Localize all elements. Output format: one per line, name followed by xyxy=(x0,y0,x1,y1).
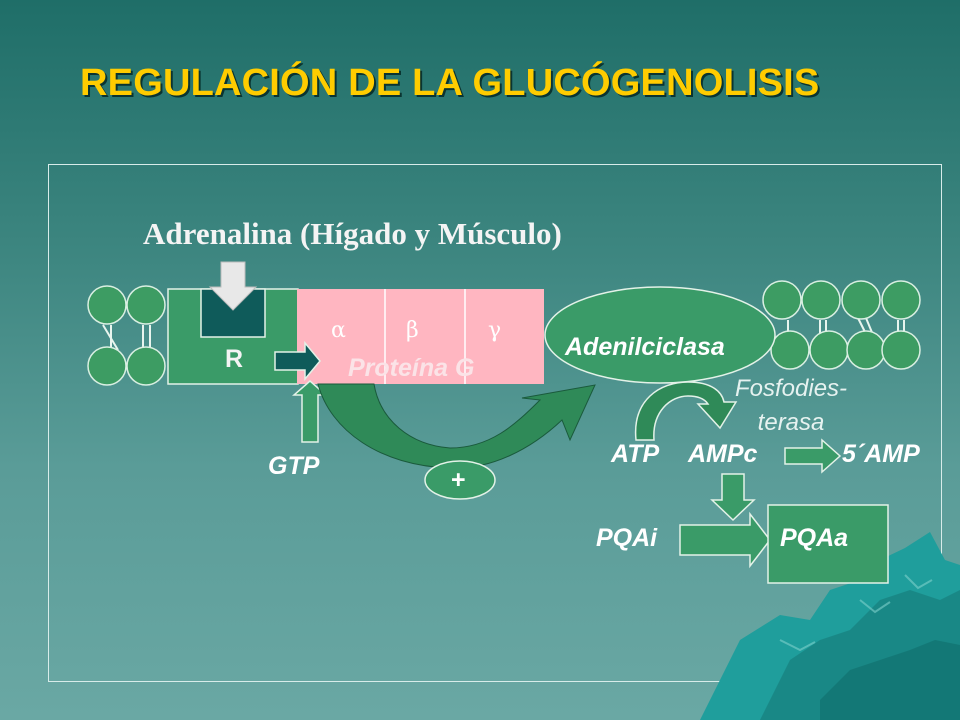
plus-ellipse xyxy=(424,460,496,500)
gtp-arrow xyxy=(292,380,328,443)
pqai-to-pqaa-arrow xyxy=(679,511,771,569)
plus-label: + xyxy=(451,466,466,494)
membrane-lipids-right xyxy=(762,280,921,370)
pqai-label: PQAi xyxy=(596,524,658,552)
adenylate-cyclase-ellipse xyxy=(544,286,776,384)
alpha-subunit: α xyxy=(331,318,346,343)
ampc-to-5amp-arrow xyxy=(784,438,842,474)
gamma-subunit: γ xyxy=(488,318,502,343)
adenylate-cyclase-label: Adenilciclasa xyxy=(565,333,725,361)
gtp-label: GTP xyxy=(268,452,320,480)
receptor-to-proteing-arrow xyxy=(274,340,321,382)
phosphodiesterase-label: Fosfodies- terasa xyxy=(735,375,848,436)
atp-label: ATP xyxy=(611,440,660,468)
5amp-label: 5´AMP xyxy=(842,440,920,468)
receptor-label: R xyxy=(225,345,244,373)
hormone-label: Adrenalina (Hígado y Músculo) xyxy=(143,216,562,251)
pqaa-box xyxy=(767,504,889,584)
ampc-label: AMPc xyxy=(688,440,758,468)
slide-title: REGULACIÓN DE LA GLUCÓGENOLISIS xyxy=(80,62,820,104)
membrane-lipids-left xyxy=(87,285,166,386)
pqaa-label: PQAa xyxy=(780,524,849,552)
beta-subunit: β xyxy=(406,318,419,343)
atp-to-ampc-arrow xyxy=(634,381,738,441)
diagram-frame xyxy=(48,164,942,682)
protein-g-box xyxy=(297,289,544,384)
ampc-down-arrow xyxy=(710,473,756,522)
activation-curved-arrow xyxy=(317,383,596,469)
protein-g-label: Proteína G xyxy=(348,354,475,382)
hormone-arrow xyxy=(208,261,258,311)
